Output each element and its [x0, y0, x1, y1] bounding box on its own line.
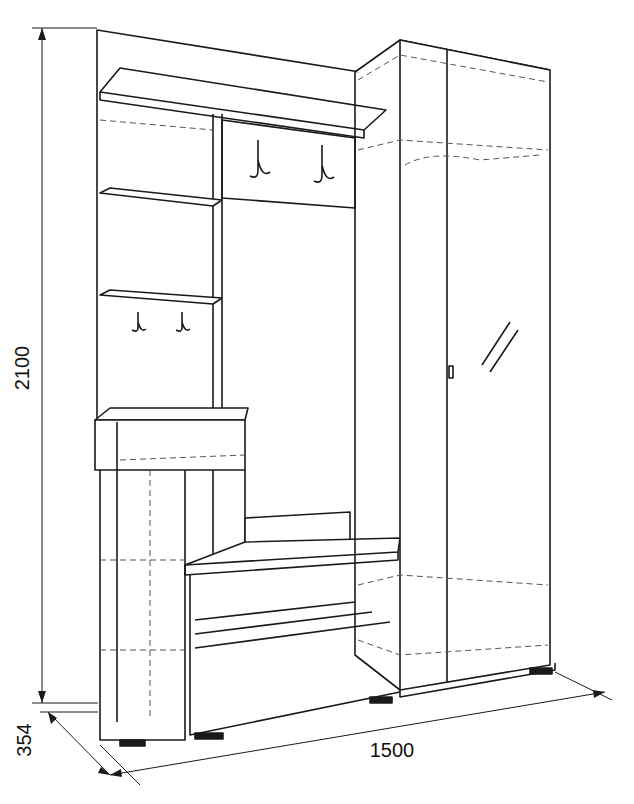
dimension-label: 1500 [368, 740, 417, 760]
bench-seat [185, 538, 400, 565]
hidden-rod [405, 155, 540, 165]
dimension-line [110, 692, 605, 775]
shoe-rail [195, 612, 372, 634]
wardrobe-front [400, 40, 550, 690]
dimension-label: 354 [14, 721, 34, 758]
dimension-arrows [38, 28, 605, 777]
arrowhead [593, 690, 605, 698]
hook-panel [222, 120, 355, 208]
arrowhead [48, 712, 57, 724]
hidden-line [100, 650, 185, 651]
hidden-line [100, 120, 213, 130]
door-handle [449, 366, 453, 378]
hidden-line [150, 470, 151, 720]
hook [132, 312, 146, 331]
extension-line [100, 745, 140, 785]
foot [120, 740, 145, 746]
hidden-line [100, 560, 185, 561]
foot [195, 733, 223, 739]
hook [250, 140, 270, 177]
shoe-rail [195, 622, 390, 648]
hooks [132, 140, 334, 331]
hook [314, 145, 334, 182]
mirror-mark [482, 322, 510, 365]
bench-seat-edge [185, 552, 398, 575]
left-cabinet-edge [116, 470, 118, 722]
left-cabinet [100, 470, 185, 740]
wardrobe-side [355, 72, 400, 690]
hidden-lines [100, 55, 548, 720]
hidden-line [358, 140, 548, 150]
shelf [100, 290, 222, 304]
mirror-mark [490, 330, 518, 372]
drawer-front [95, 420, 245, 470]
dimension-lines [32, 28, 612, 785]
hidden-line [358, 575, 548, 585]
drawer-edge [116, 422, 118, 470]
partition [221, 114, 223, 410]
arrowhead [98, 767, 110, 775]
door-split [446, 50, 448, 682]
arrowhead [38, 28, 46, 40]
dimension-label: 2100 [12, 344, 32, 393]
foot [370, 697, 392, 703]
bench-body [190, 575, 400, 735]
hook [176, 312, 190, 331]
drawer-top [95, 408, 248, 420]
hidden-line [120, 455, 245, 460]
foot [530, 668, 552, 674]
dimension-line [42, 28, 43, 703]
hidden-line [358, 640, 548, 655]
arrowhead [110, 769, 122, 777]
outline [95, 30, 555, 746]
hidden-line [358, 55, 548, 82]
dimension-line [48, 712, 110, 775]
partition [212, 114, 214, 410]
shelf [100, 188, 222, 206]
plinth [400, 663, 555, 697]
hat-shelf-edge [100, 92, 364, 138]
arrowhead [38, 691, 46, 703]
